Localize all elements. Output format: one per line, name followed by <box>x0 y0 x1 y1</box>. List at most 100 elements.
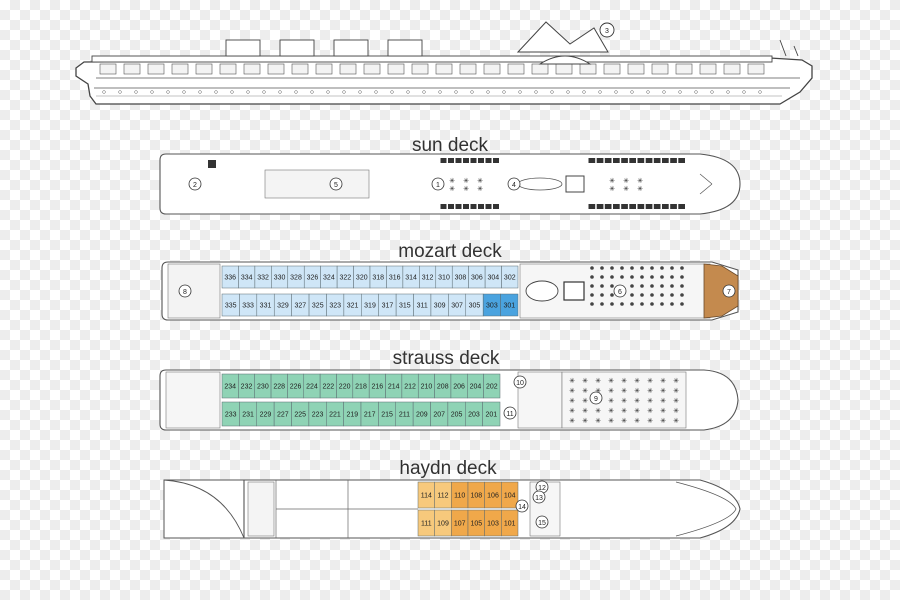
lounge-seat <box>650 275 654 279</box>
side-window <box>363 63 381 75</box>
sun-lounger <box>678 158 685 163</box>
side-window <box>675 63 693 75</box>
cabin-301 <box>500 293 519 317</box>
restaurant-table-icon: ✳ <box>660 377 666 385</box>
restaurant-table-icon: ✳ <box>647 417 653 425</box>
side-window <box>531 63 549 75</box>
strauss-cabin-number: 229 <box>260 412 272 419</box>
restaurant-table-icon: ✳ <box>582 407 588 415</box>
haydn-cabin-number: 106 <box>487 493 499 500</box>
mozart-cabin-number: 329 <box>277 303 289 310</box>
sun-lounger <box>588 204 596 209</box>
sun-lounger <box>653 158 661 163</box>
sun-deck-bar <box>565 175 585 193</box>
sun-lounger <box>613 204 620 209</box>
sun-lounger <box>613 158 620 163</box>
strauss-cabin-number: 225 <box>294 412 306 419</box>
lounge-seat <box>660 293 664 297</box>
lounge-seat <box>610 302 614 306</box>
mozart-cabin-number: 303 <box>486 303 498 310</box>
strauss-deck-marker-9 <box>589 391 603 405</box>
cabin-202 <box>483 373 501 399</box>
sun-lounger <box>637 158 645 163</box>
sun-lounger <box>596 158 604 163</box>
lounge-seat <box>610 275 614 279</box>
lounge-seat <box>680 293 684 297</box>
sun-deck-whirlpool <box>517 177 563 191</box>
restaurant-table-icon: ✳ <box>647 407 653 415</box>
strauss-cabin-number: 215 <box>381 412 393 419</box>
porthole <box>374 90 378 94</box>
porthole <box>406 90 410 94</box>
porthole <box>422 90 426 94</box>
sun-lounger <box>493 204 499 209</box>
restaurant-table-icon: ✳ <box>621 377 627 385</box>
lounge-seat <box>670 293 674 297</box>
strauss-deck-marker-9-label: 9 <box>594 396 598 403</box>
strauss-deck-marker-10-label: 10 <box>516 380 524 387</box>
mozart-cabin-number: 333 <box>242 303 254 310</box>
mozart-deck-bow-terrace <box>703 263 739 319</box>
restaurant-table-icon: ✳ <box>621 417 627 425</box>
porthole <box>486 90 490 94</box>
sun-lounger <box>478 204 484 209</box>
sun-table-icon: ✳ <box>609 185 615 193</box>
porthole <box>134 90 138 94</box>
sun-lounger <box>455 204 462 209</box>
porthole <box>534 90 538 94</box>
strauss-cabin-number: 226 <box>290 384 302 391</box>
porthole <box>726 90 730 94</box>
sun-deck-marker-4 <box>507 177 521 191</box>
mozart-cabin-number: 327 <box>295 303 307 310</box>
sun-lounger <box>662 158 669 163</box>
sun-deck-marker-4-label: 4 <box>512 182 516 189</box>
strauss-cabin-number: 223 <box>312 412 324 419</box>
mozart-cabin-number: 316 <box>389 275 401 282</box>
sun-table-icon: ✳ <box>463 177 469 185</box>
cabin-201 <box>482 401 501 427</box>
restaurant-table-icon: ✳ <box>634 397 640 405</box>
mozart-cabin-number: 311 <box>417 303 428 310</box>
porthole <box>614 90 618 94</box>
mozart-deck-marker-8-label: 8 <box>183 289 187 296</box>
lounge-seat <box>680 284 684 288</box>
porthole <box>454 90 458 94</box>
porthole <box>470 90 474 94</box>
side-window <box>507 63 525 75</box>
porthole <box>694 90 698 94</box>
mozart-cabin-number: 323 <box>329 303 341 310</box>
side-window <box>123 63 141 75</box>
porthole <box>230 90 234 94</box>
haydn-deck-marker-15-label: 15 <box>538 520 546 527</box>
sun-table-icon: ✳ <box>637 177 643 185</box>
strauss-deck-marker-10 <box>513 375 527 389</box>
lounge-seat <box>610 266 614 270</box>
cabin-104 <box>501 481 519 509</box>
sun-deck-marker-5-label: 5 <box>334 182 338 189</box>
porthole <box>438 90 442 94</box>
sun-lounger <box>448 158 454 163</box>
sun-lounger <box>448 204 454 209</box>
sun-lounger <box>670 204 677 209</box>
sun-deck-marker-2 <box>188 177 202 191</box>
porthole <box>518 90 522 94</box>
sun-lounger <box>604 158 612 163</box>
cabin-302 <box>501 265 519 289</box>
strauss-cabin-number: 206 <box>453 384 465 391</box>
porthole <box>294 90 298 94</box>
sun-lounger <box>604 204 612 209</box>
restaurant-table-icon: ✳ <box>595 417 601 425</box>
mozart-cabin-number: 312 <box>422 275 434 282</box>
lounge-seat <box>600 266 604 270</box>
strauss-cabin-number: 212 <box>404 384 416 391</box>
mozart-cabin-number: 308 <box>455 275 467 282</box>
lounge-seat <box>660 266 664 270</box>
restaurant-table-icon: ✳ <box>582 387 588 395</box>
restaurant-table-icon: ✳ <box>595 387 601 395</box>
strauss-deck-marker-11-label: 11 <box>506 411 513 418</box>
mozart-cabin-number: 318 <box>372 275 384 282</box>
lounge-seat <box>620 266 624 270</box>
restaurant-table-icon: ✳ <box>608 377 614 385</box>
mozart-cabin-number: 315 <box>399 303 411 310</box>
